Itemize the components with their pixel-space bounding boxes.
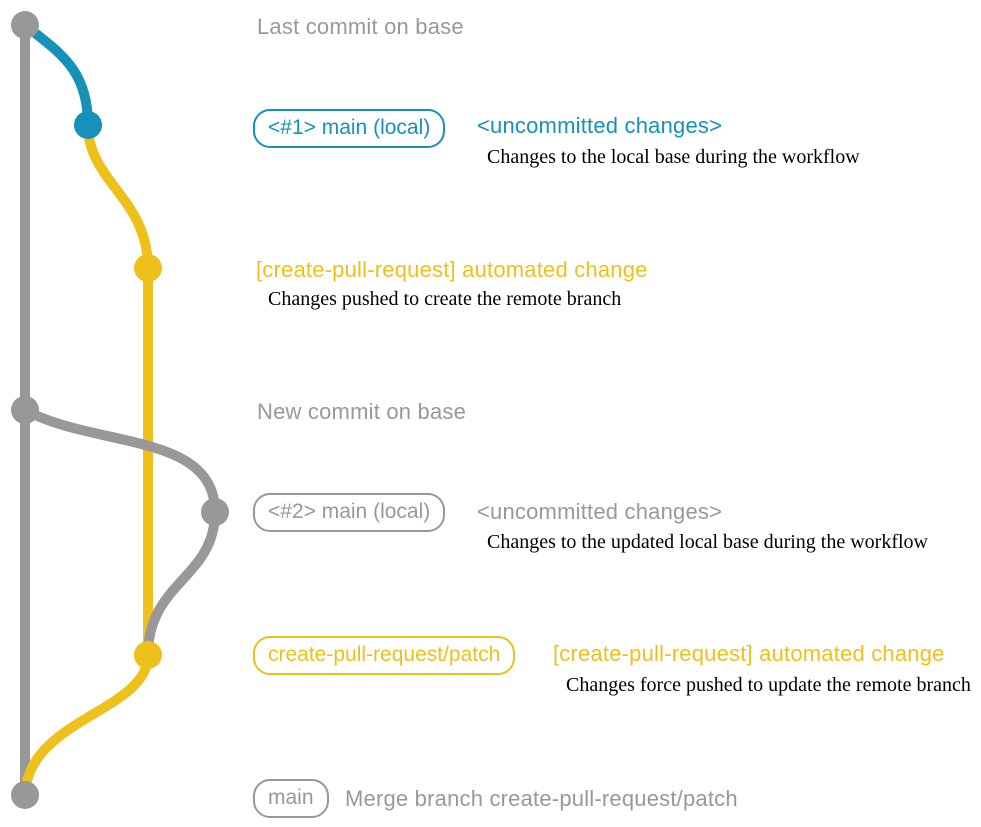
force-push-update-line [143,507,220,660]
commit-description-uncommitted-2: Changes to the updated local base during… [487,531,928,553]
branch-badge-create-pull-request-patch: create-pull-request/patch [253,636,516,675]
local-main-branch-line [20,20,93,130]
updated-local-main-branch-line [20,405,220,517]
commit-message-last-base: Last commit on base [257,14,464,39]
branch-badge-main-local-1: <#1> main (local) [253,109,446,148]
commit-description-uncommitted-1: Changes to the local base during the wor… [487,146,860,168]
patch-branch-merge-line [20,650,153,800]
commit-node-uncommitted-2 [201,498,229,526]
commit-message-uncommitted-2: <uncommitted changes> [477,499,723,524]
commit-node-automated-change-1 [134,254,162,282]
commit-node-uncommitted-1 [74,111,102,139]
commit-node-last-base [11,11,39,39]
commit-description-automated-change-1: Changes pushed to create the remote bran… [268,288,622,310]
commit-message-automated-change-2: [create-pull-request] automated change [553,641,945,666]
branch-badge-main: main [253,779,329,818]
branch-badge-main-local-2: <#2> main (local) [253,493,446,532]
commit-message-new-base: New commit on base [257,399,467,424]
commit-message-merge: Merge branch create-pull-request/patch [345,786,738,811]
commit-node-merge [11,781,39,809]
commit-node-new-base [11,396,39,424]
patch-branch-create-line [83,120,153,273]
commit-node-automated-change-2 [134,641,162,669]
commit-description-automated-change-2: Changes force pushed to update the remot… [566,674,971,696]
commit-message-automated-change-1: [create-pull-request] automated change [256,257,648,282]
commit-message-uncommitted-1: <uncommitted changes> [477,113,723,138]
